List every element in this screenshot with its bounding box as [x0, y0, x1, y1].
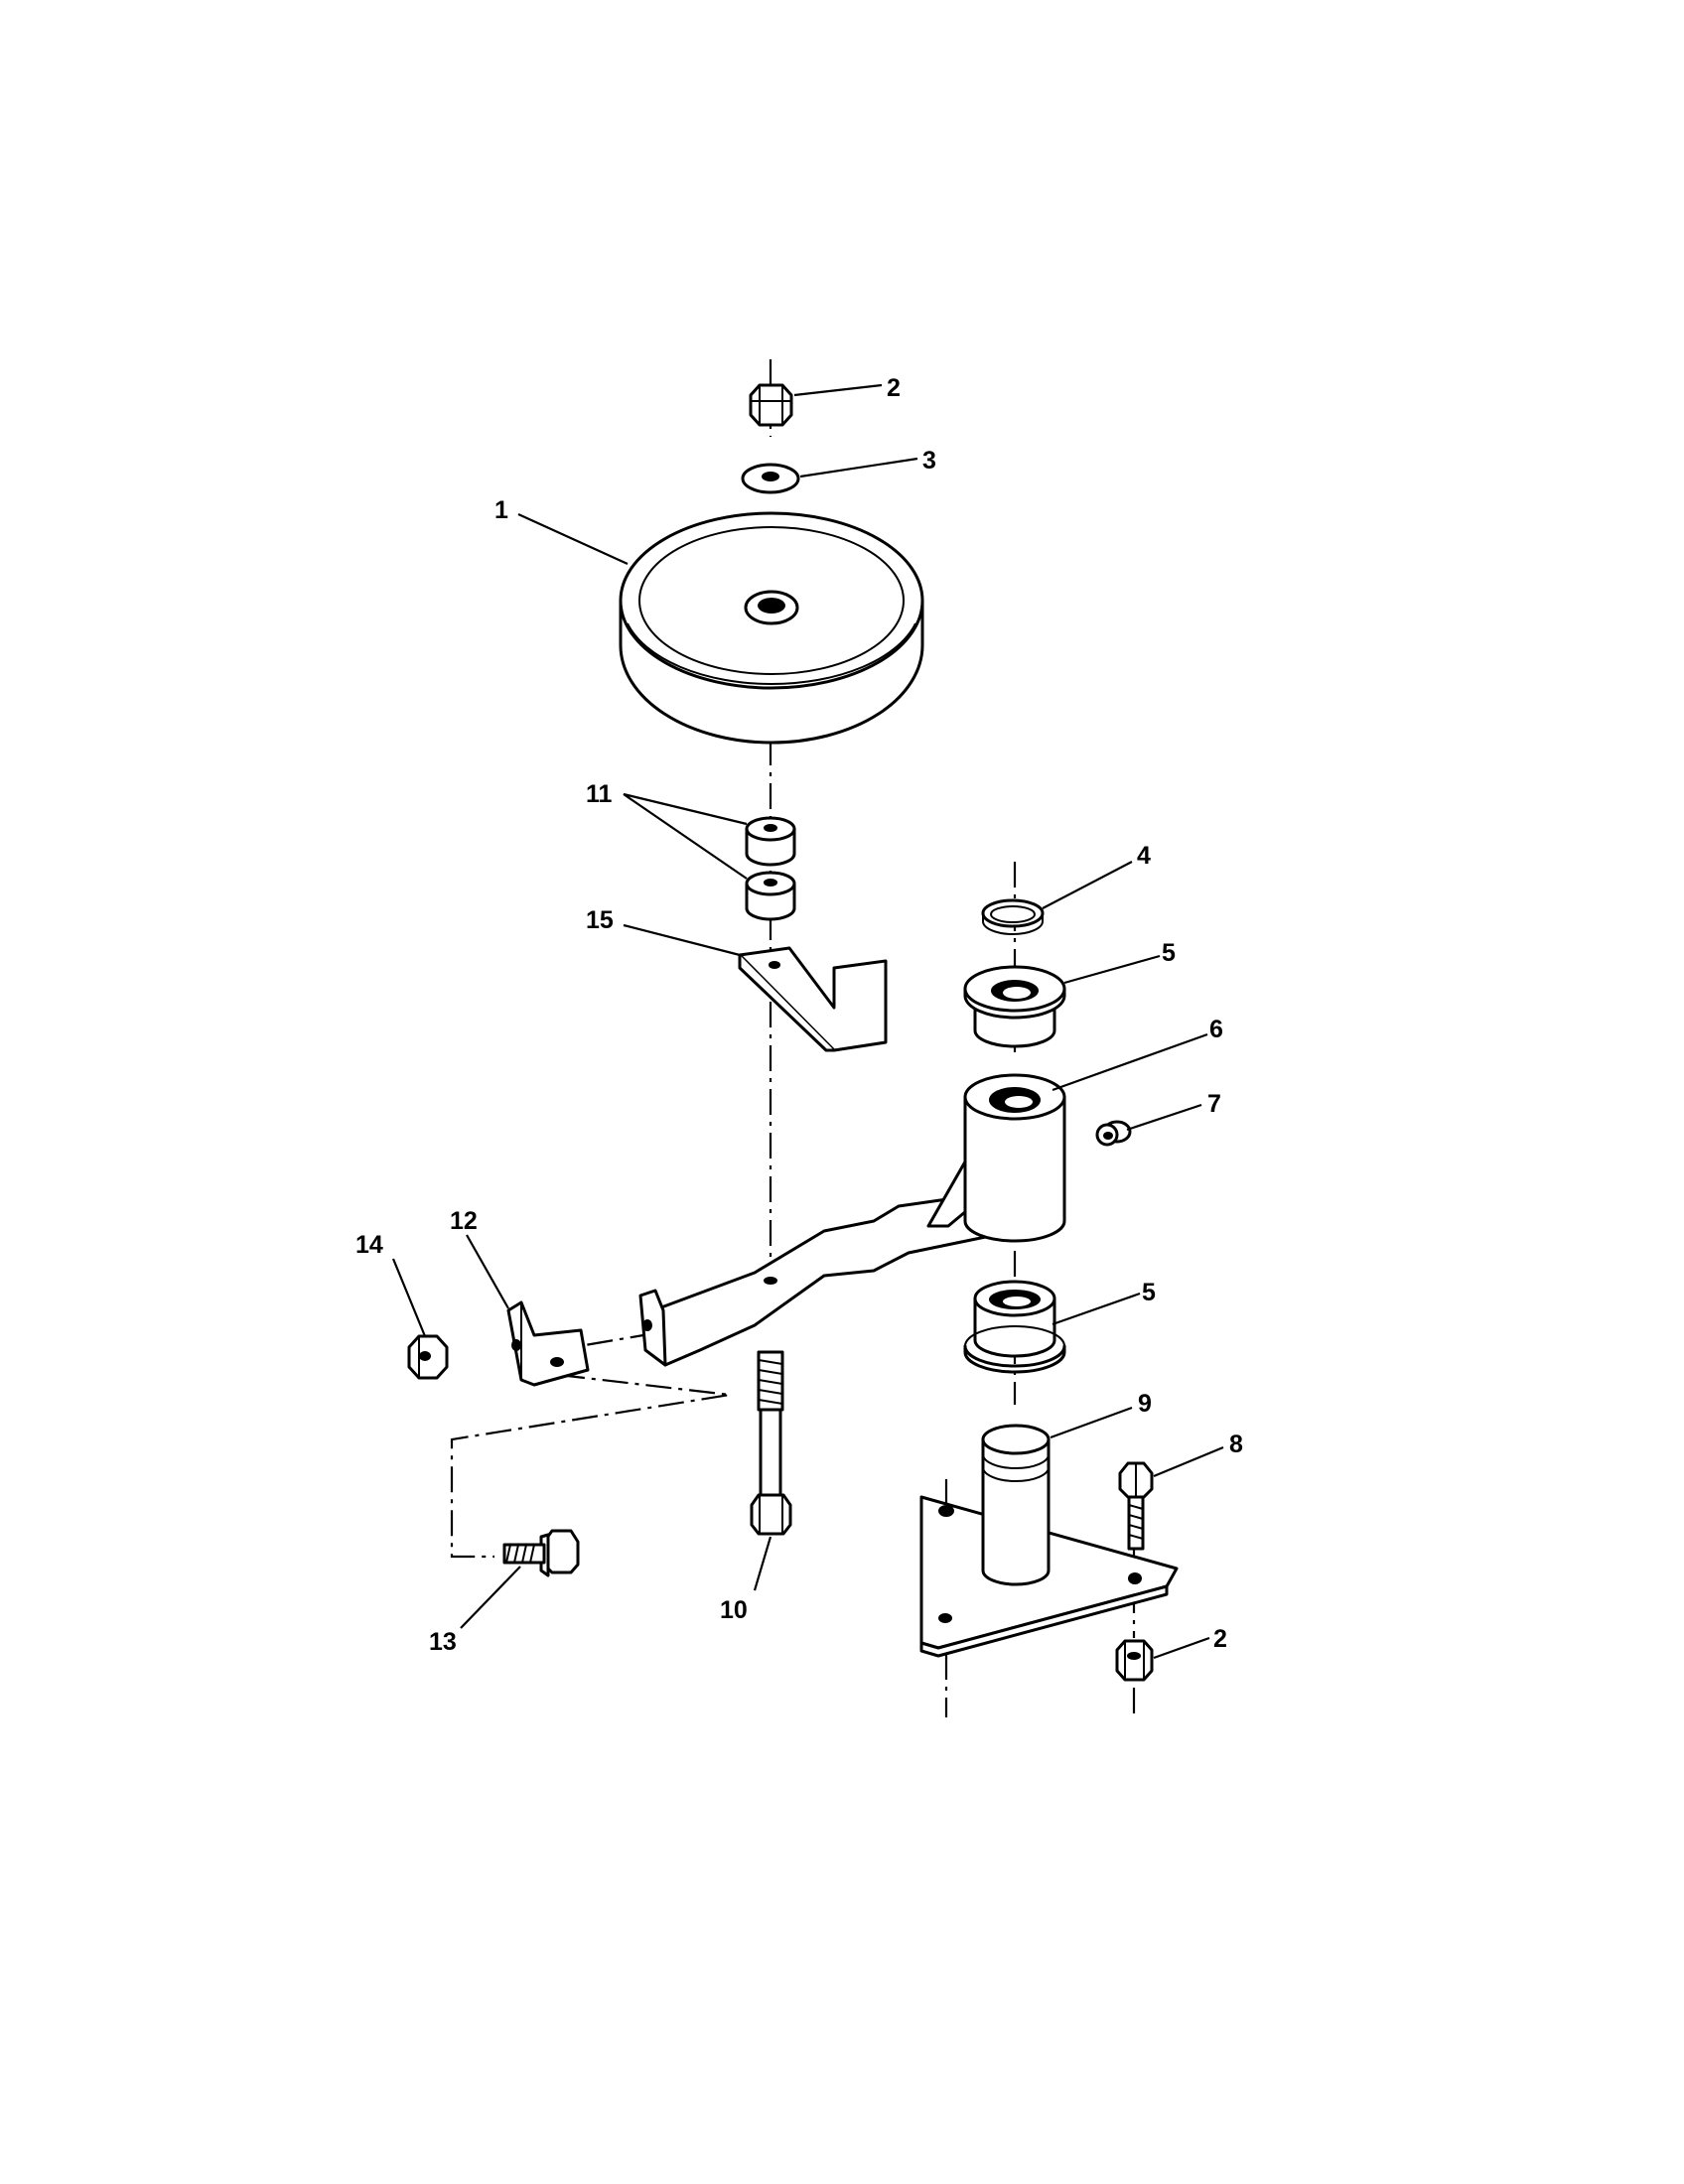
bottom-nut-part: [1115, 1639, 1154, 1682]
callout-7: 7: [1207, 1090, 1221, 1118]
callout-15: 15: [586, 906, 614, 934]
callout-8: 8: [1229, 1431, 1243, 1458]
grease-fitting-part: [1095, 1120, 1132, 1147]
callout-5-lower: 5: [1142, 1279, 1156, 1306]
callout-14: 14: [355, 1231, 383, 1259]
retaining-ring-part: [981, 898, 1045, 935]
callout-10: 10: [720, 1596, 748, 1624]
top-washer-part: [741, 463, 800, 494]
pivot-shaft-base-plate-part: [919, 1424, 1179, 1658]
lower-bushing-part: [963, 1280, 1066, 1374]
screw-13-part: [502, 1529, 580, 1577]
callout-9: 9: [1138, 1390, 1152, 1418]
callout-11: 11: [586, 780, 613, 808]
callout-5-upper: 5: [1162, 939, 1176, 967]
shoulder-bolt-part: [750, 1350, 792, 1536]
callout-1: 1: [494, 496, 508, 524]
callout-2-bottom: 2: [1213, 1625, 1227, 1653]
callout-13: 13: [429, 1628, 457, 1656]
bracket-12-part: [506, 1300, 590, 1387]
idler-arm-part: [638, 1073, 1066, 1367]
callout-4: 4: [1137, 842, 1151, 870]
leader-lines: [391, 383, 1224, 1660]
bolt-8-part: [1118, 1461, 1154, 1551]
upper-bushing-part: [963, 965, 1066, 1048]
nut-14-part: [407, 1334, 449, 1380]
belt-guide-bracket-part: [738, 946, 888, 1052]
top-nut-part: [749, 383, 793, 427]
callout-3: 3: [922, 447, 936, 475]
spacers-part: [745, 816, 796, 921]
callout-numbers: 1 2 2 3 4 5 5 6 7 8 9 10 11 12 13 14 15: [355, 374, 1243, 1656]
pulley-part: [619, 511, 924, 745]
callout-6: 6: [1209, 1016, 1223, 1043]
callout-12: 12: [450, 1207, 478, 1235]
callout-2-top: 2: [887, 374, 901, 402]
